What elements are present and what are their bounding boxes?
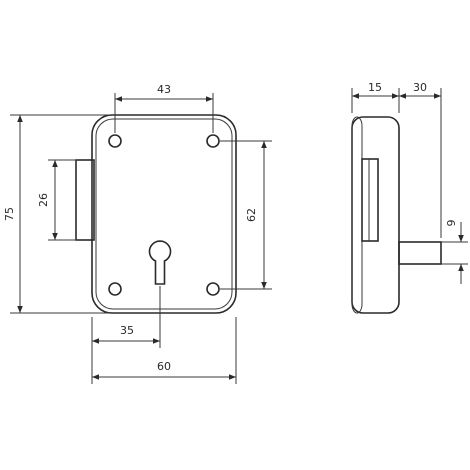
front-dimensions: 43 75 26 62 35 60 (3, 83, 272, 384)
keyhole (148, 240, 172, 285)
dim-label-43: 43 (157, 83, 171, 96)
screw-hole-bottom-left (108, 282, 122, 296)
side-body (351, 116, 400, 314)
dim-label-15: 15 (368, 81, 382, 94)
dim-label-62: 62 (245, 208, 258, 222)
dim-label-60: 60 (157, 360, 171, 373)
side-spindle (398, 241, 442, 265)
screw-hole-top-right (206, 134, 220, 148)
dim-label-26: 26 (37, 193, 50, 207)
screw-hole-bottom-right (206, 282, 220, 296)
side-dimensions: 15 30 9 (351, 81, 468, 284)
dim-label-30: 30 (413, 81, 427, 94)
side-view (351, 116, 442, 314)
dim-label-35: 35 (120, 324, 134, 337)
front-view (75, 114, 237, 314)
dim-label-9: 9 (445, 220, 458, 227)
side-bolt-slot (361, 158, 379, 242)
lock-case-inner-edge (95, 118, 233, 310)
lock-case (91, 114, 237, 314)
dim-label-75: 75 (3, 207, 16, 221)
bolt (75, 159, 95, 241)
side-plate (351, 116, 363, 314)
screw-hole-top-left (108, 134, 122, 148)
